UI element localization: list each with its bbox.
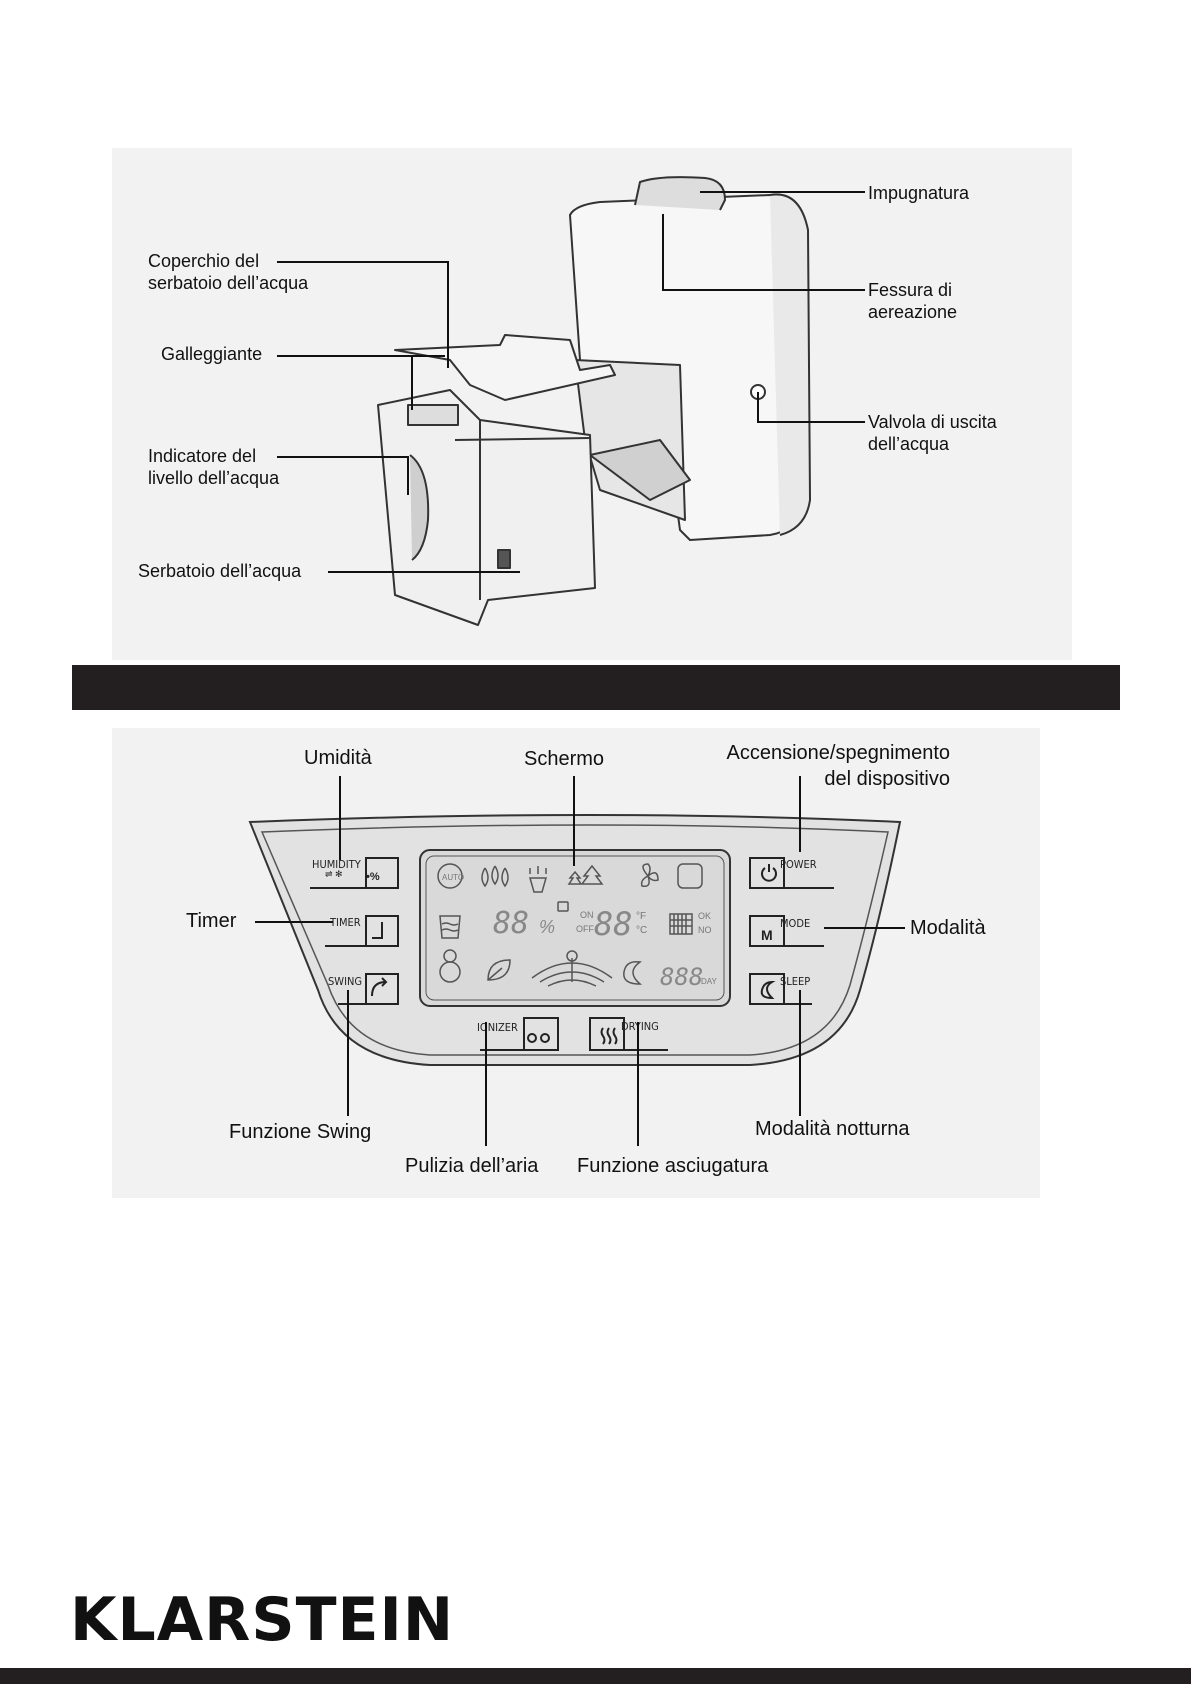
sleep-button-frame — [749, 973, 812, 1005]
display-deg-c: °C — [636, 925, 647, 936]
label-handle: Impugnatura — [868, 183, 970, 203]
drying-button-frame — [589, 1017, 668, 1051]
label-sleep: Modalità notturna — [755, 1118, 910, 1140]
svg-text:•%: •% — [366, 871, 380, 883]
drops-icon — [481, 865, 509, 888]
moon-icon — [623, 960, 643, 985]
lock-icon — [557, 901, 569, 912]
ionizer-button-frame — [480, 1017, 559, 1051]
label-power-line2: del dispositivo — [824, 768, 950, 790]
leaf-icon — [487, 959, 511, 981]
brand-logo: KLARSTEIN — [70, 1585, 455, 1655]
label-outlet-line1: Valvola di uscita — [868, 412, 997, 432]
label-level-line2: livello dell’acqua — [148, 468, 280, 488]
label-drying: Funzione asciugatura — [577, 1155, 769, 1177]
mode-m-letter: M — [761, 927, 773, 943]
swing-button-frame — [338, 973, 399, 1005]
display-ok: OK — [698, 911, 711, 921]
figure1-leader-lines — [277, 191, 865, 573]
timer-button-label: TIMER — [329, 916, 361, 929]
level-indicator — [409, 454, 430, 561]
label-power-line1: Accensione/spegnimento — [726, 742, 950, 764]
display-off: OFF — [576, 924, 594, 934]
label-screen: Schermo — [524, 748, 605, 770]
label-ionizer: Pulizia dell’aria — [405, 1155, 539, 1177]
display-humidity-digits: 88 — [493, 906, 529, 941]
label-lid-line1: Coperchio del — [148, 251, 260, 271]
water-tank-display-icon — [439, 915, 461, 939]
swing-display-icon — [531, 958, 613, 987]
label-mode: Modalità — [910, 917, 986, 939]
display-temp-digits: 88 — [594, 905, 633, 943]
label-tank: Serbatoio dell’acqua — [138, 561, 302, 581]
label-vent-line1: Fessura di — [868, 280, 953, 300]
float — [407, 404, 459, 426]
label-timer: Timer — [186, 910, 237, 932]
section-header-bar — [72, 665, 1120, 710]
tank-lid — [394, 334, 616, 401]
ionizer-button-label: IONIZER — [477, 1021, 518, 1034]
display-no: NO — [698, 925, 712, 935]
sleep-button-label: SLEEP — [780, 975, 810, 988]
drying-button-label: DRYING — [621, 1020, 659, 1033]
tree-icon — [567, 864, 604, 885]
fan-box-icon — [677, 863, 703, 889]
power-button-frame — [749, 857, 834, 889]
footer-bar — [0, 1668, 1191, 1684]
humidity-button-frame — [310, 857, 399, 889]
label-lid-line2: serbatoio dell’acqua — [148, 273, 309, 293]
mode-button-label: MODE — [780, 917, 810, 930]
display-day: DAY — [701, 977, 718, 986]
control-panel-drawing: 88 % ON OFF 88 °F °C OK NO 888 DAY AUTO … — [248, 776, 905, 1146]
display-on: ON — [580, 910, 594, 920]
display-deg-f: °F — [636, 911, 646, 922]
label-level-line1: Indicatore del — [148, 446, 257, 466]
svg-text:⇌ ✻: ⇌ ✻ — [325, 869, 343, 879]
mode-button-frame — [749, 915, 824, 947]
drying-display-icon — [529, 866, 547, 893]
auto-icon — [437, 863, 463, 889]
swing-button-label: SWING — [328, 975, 362, 988]
water-tank — [377, 389, 596, 626]
display-auto: AUTO — [442, 873, 464, 882]
display-percent: % — [539, 917, 555, 937]
dehumidifier-drawing — [377, 176, 811, 626]
label-humidity: Umidità — [304, 747, 372, 769]
label-outlet-line2: dell’acqua — [868, 434, 950, 454]
humidity-button-label: HUMIDITY — [312, 858, 362, 871]
label-swing: Funzione Swing — [229, 1121, 372, 1143]
power-button-label: POWER — [780, 858, 817, 871]
label-vent-line2: aereazione — [868, 302, 958, 322]
timer-button-frame — [325, 915, 399, 947]
dehumidifier-side — [769, 193, 811, 536]
fan-icon — [640, 863, 659, 888]
grid-icon — [669, 913, 693, 935]
display-day-digits: 888 — [660, 963, 703, 991]
label-float: Galleggiante — [161, 344, 263, 364]
